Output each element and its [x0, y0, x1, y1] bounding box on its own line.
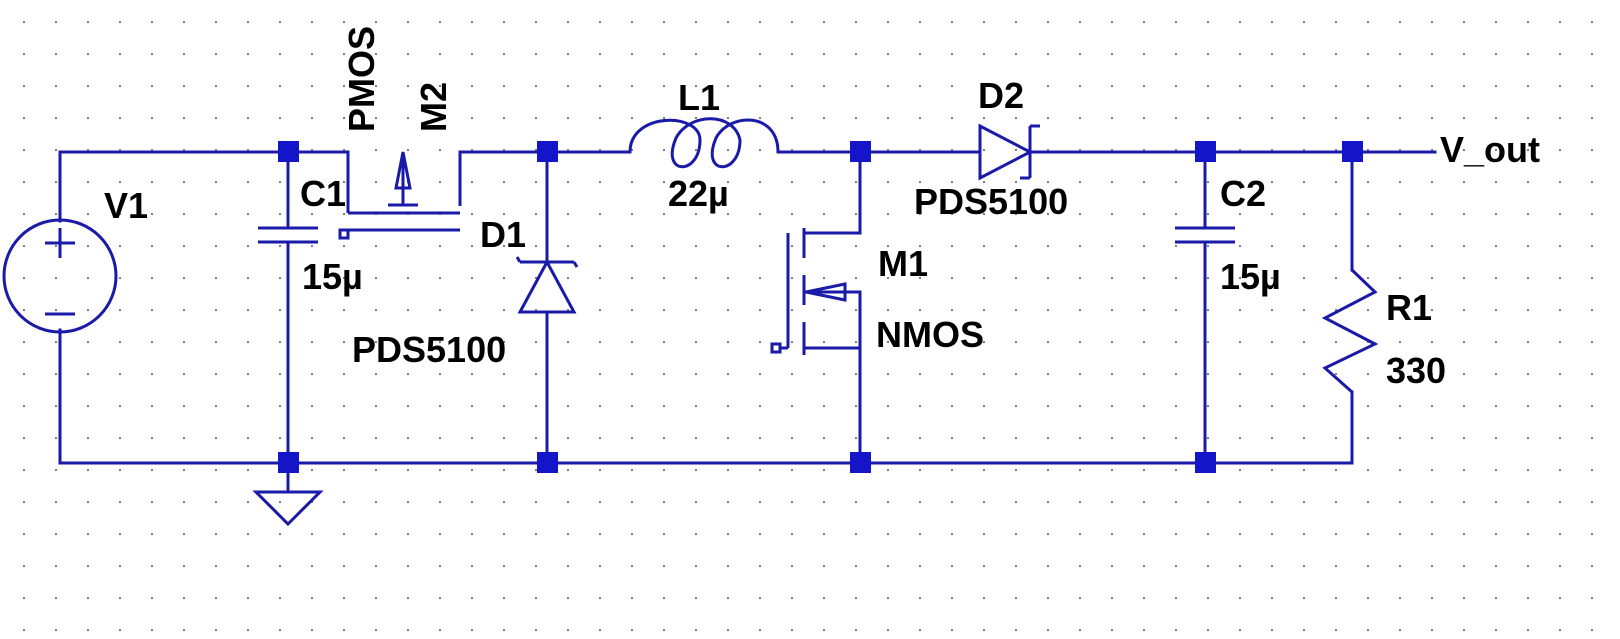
l1-inductor-symbol[interactable]: [628, 117, 780, 169]
junction-dot: [278, 141, 299, 162]
m2-name-label[interactable]: M2: [413, 82, 454, 132]
junction-dot: [850, 141, 871, 162]
m2-gate-pin: [338, 228, 350, 240]
d2-model-label[interactable]: PDS5100: [914, 181, 1068, 222]
junction-dot: [1195, 141, 1216, 162]
r1-value-label[interactable]: 330: [1386, 350, 1446, 391]
junction-dot: [537, 141, 558, 162]
l1-value-label[interactable]: 22µ: [668, 173, 729, 214]
m1-gate-pin: [770, 342, 782, 354]
m2-model-label[interactable]: PMOS: [341, 26, 382, 132]
vout-net-label[interactable]: V_out: [1440, 129, 1540, 170]
v1-voltage-source-symbol[interactable]: [2, 218, 118, 334]
d2-name-label[interactable]: D2: [978, 75, 1024, 116]
labels: V1 C1 15µ PMOS M2 D1 PDS5100 L1 22µ D2 P…: [104, 26, 1540, 391]
c1-value-label[interactable]: 15µ: [302, 256, 363, 297]
c2-capacitor-symbol[interactable]: [1175, 226, 1235, 244]
c1-name-label[interactable]: C1: [300, 173, 346, 214]
junction-dot: [1195, 452, 1216, 473]
m1-model-label[interactable]: NMOS: [876, 314, 984, 355]
junction-dot: [1342, 141, 1363, 162]
junctions: [278, 141, 1363, 473]
d1-diode-symbol[interactable]: [515, 256, 579, 314]
m1-nmos-symbol[interactable]: [770, 228, 862, 355]
r1-name-label[interactable]: R1: [1386, 287, 1432, 328]
junction-dot: [278, 452, 299, 473]
ground-symbol[interactable]: [252, 490, 324, 527]
junction-dot: [850, 452, 871, 473]
wires: [58, 150, 1437, 494]
m1-name-label[interactable]: M1: [878, 243, 928, 284]
m2-pmos-symbol[interactable]: [338, 151, 462, 240]
c1-capacitor-symbol[interactable]: [258, 226, 318, 244]
l1-name-label[interactable]: L1: [678, 77, 720, 118]
d1-model-label[interactable]: PDS5100: [352, 329, 506, 370]
r1-resistor-symbol[interactable]: [1321, 268, 1379, 394]
c2-name-label[interactable]: C2: [1220, 173, 1266, 214]
c2-value-label[interactable]: 15µ: [1220, 256, 1281, 297]
d1-name-label[interactable]: D1: [480, 214, 526, 255]
v1-name-label[interactable]: V1: [104, 185, 148, 226]
junction-dot: [537, 452, 558, 473]
d2-diode-symbol[interactable]: [978, 123, 1040, 181]
